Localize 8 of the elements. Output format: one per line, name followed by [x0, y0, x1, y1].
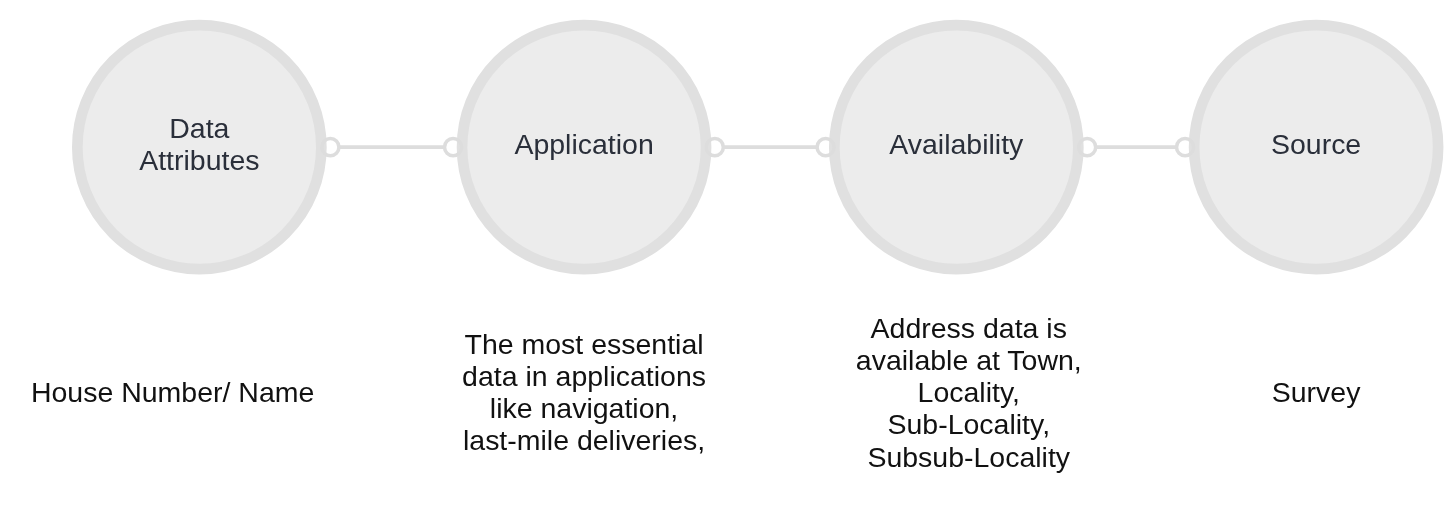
node-circle: Data Attributes: [72, 19, 327, 274]
node-circle: Availability: [828, 19, 1084, 274]
node-label: Survey: [1271, 375, 1361, 408]
node-circle: Application: [456, 19, 712, 274]
node-label: The most essential data in applications like navigation, last-mile deliveries,: [462, 327, 706, 456]
node-label: Address data is available at Town, Locality, Sub-Locality, Subsub-Locality: [855, 311, 1082, 472]
node-label: House Number/ Name: [30, 375, 315, 408]
node-circle: Source: [1188, 19, 1444, 274]
